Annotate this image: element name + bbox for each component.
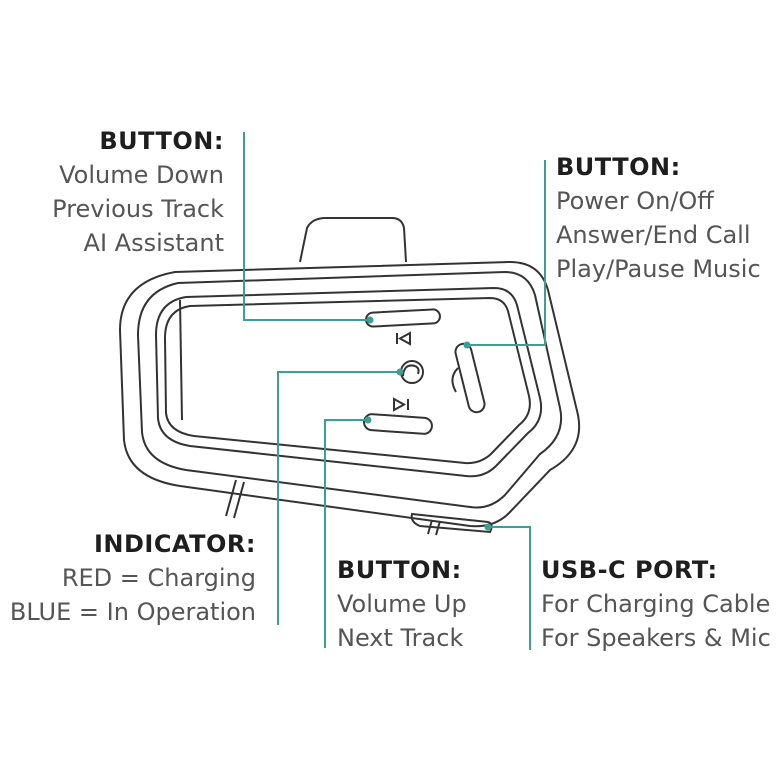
callout-line: Volume Up [337, 590, 467, 618]
callout-line: Play/Pause Music [556, 255, 761, 283]
callout-title: INDICATOR: [93, 530, 256, 558]
leader-dots [364, 316, 492, 531]
callout-line: Answer/End Call [556, 221, 751, 249]
callout-line: Power On/Off [556, 187, 714, 215]
callout-line: For Speakers & Mic [541, 624, 771, 652]
volume-down-button[interactable] [365, 308, 441, 328]
leader-volume-down [243, 132, 370, 321]
callout-usb-c: USB-C PORT: For Charging Cable For Speak… [541, 553, 771, 655]
previous-track-icon [396, 331, 411, 346]
callout-line: BLUE = In Operation [9, 598, 256, 626]
leader-lines [243, 132, 546, 650]
usb-c-port [410, 512, 493, 534]
leader-usb [488, 526, 531, 650]
callout-indicator: INDICATOR: RED = Charging BLUE = In Oper… [10, 527, 256, 629]
callout-line: AI Assistant [83, 229, 224, 257]
power-button[interactable] [454, 342, 486, 414]
callout-title: USB-C PORT: [541, 556, 718, 584]
leader-volume-up [324, 419, 368, 648]
device-body-inner [136, 270, 562, 509]
device-face-bevel [179, 299, 183, 421]
callout-line: Previous Track [52, 195, 224, 223]
callout-line: For Charging Cable [541, 590, 771, 618]
device-face-inner [163, 296, 531, 465]
device-face-outer [154, 286, 543, 478]
mounting-clip [299, 217, 407, 263]
callout-line: Volume Down [59, 161, 224, 189]
callout-line: RED = Charging [61, 564, 256, 592]
play-next-icon [393, 397, 409, 412]
callout-title: BUTTON: [99, 127, 224, 155]
leader-power [467, 160, 546, 346]
phone-handset-icon [451, 367, 459, 393]
callout-power: BUTTON: Power On/Off Answer/End Call Pla… [556, 150, 761, 286]
callout-title: BUTTON: [337, 556, 462, 584]
callout-volume-down: BUTTON: Volume Down Previous Track AI As… [52, 124, 224, 260]
callout-volume-up: BUTTON: Volume Up Next Track [337, 553, 467, 655]
volume-up-button[interactable] [363, 413, 433, 435]
assistant-logo-icon [400, 360, 424, 384]
callout-title: BUTTON: [556, 153, 681, 181]
leader-indicator [277, 371, 400, 625]
callout-line: Next Track [337, 624, 464, 652]
